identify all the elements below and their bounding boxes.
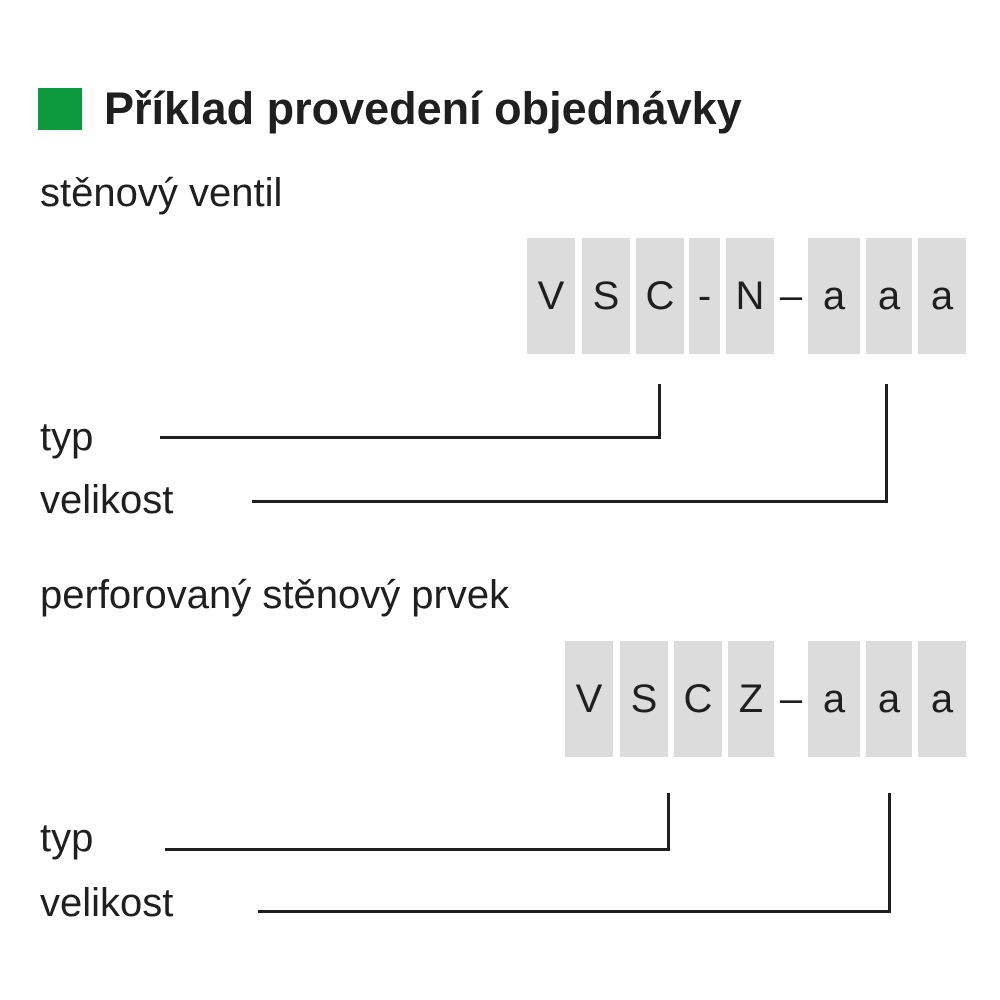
code-separator: – (779, 677, 803, 721)
example-2-title: perforovaný stěnový prvek (40, 573, 510, 617)
code-separator: – (779, 274, 803, 318)
code-cell: S (620, 641, 668, 757)
code-cell: C (636, 238, 684, 354)
code-cell: S (582, 238, 630, 354)
size-label: velikost (40, 881, 174, 925)
type-label: typ (40, 415, 94, 459)
code-cell: N (726, 238, 774, 354)
code-cell: a (808, 641, 860, 757)
code-cell: - (689, 238, 720, 354)
type-connector-horizontal (160, 436, 661, 439)
type-connector-horizontal (165, 848, 670, 851)
code-cell: V (527, 238, 575, 354)
heading-marker-square (38, 88, 82, 130)
type-connector-vertical (658, 384, 661, 439)
code-cell: C (674, 641, 722, 757)
size-connector-vertical (885, 384, 888, 503)
size-label: velikost (40, 478, 174, 522)
code-cell: a (808, 238, 860, 354)
code-cell: a (866, 238, 912, 354)
code-cell: V (565, 641, 613, 757)
code-cell: a (918, 238, 966, 354)
code-cell: Z (728, 641, 774, 757)
page-title: Příklad provedení objednávky (104, 83, 742, 134)
code-cell: a (918, 641, 966, 757)
size-connector-horizontal (258, 910, 891, 913)
example-1-title: stěnový ventil (40, 171, 283, 215)
type-connector-vertical (667, 793, 670, 851)
size-connector-vertical (888, 793, 891, 913)
type-label: typ (40, 816, 94, 860)
size-connector-horizontal (252, 500, 888, 503)
code-cell: a (866, 641, 912, 757)
